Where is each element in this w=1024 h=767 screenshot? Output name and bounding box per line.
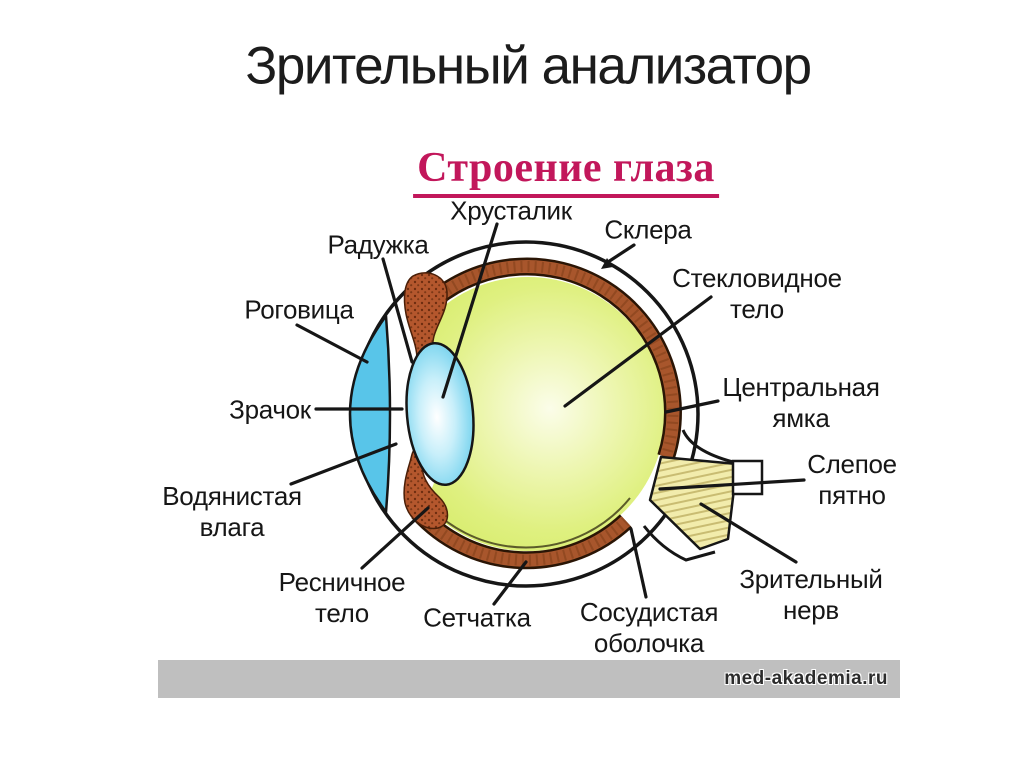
pointer-sklera — [606, 243, 636, 264]
pointer-lines — [289, 222, 806, 606]
lens-shape — [405, 341, 475, 487]
page-title: Зрительный анализатор — [245, 36, 812, 96]
diagram-title: Строение глаза — [413, 144, 719, 198]
watermark-text: med-akademia.ru — [724, 668, 888, 689]
pointer-setchatka — [492, 560, 528, 606]
label-sclera: Склера — [604, 214, 692, 245]
pointer-resnichnoe — [360, 506, 430, 570]
blind-spot-box — [731, 459, 764, 496]
label-retina: Сетчатка — [423, 602, 531, 633]
label-blind-spot: Слепое пятно — [807, 449, 897, 510]
cornea-shape — [348, 314, 392, 514]
label-choroid: Сосудистая оболочка — [579, 597, 719, 658]
label-vitreous-body: Стекловидное тело — [672, 263, 842, 324]
sklera-arrowhead — [601, 258, 613, 269]
label-cornea: Роговица — [244, 294, 354, 325]
pointer-zritelny — [699, 502, 798, 564]
pointer-steklovidnoe — [563, 295, 713, 408]
label-lens: Хрусталик — [450, 195, 572, 226]
pointer-raduzhka — [381, 257, 414, 364]
label-iris: Радужка — [327, 229, 429, 260]
pointer-centralnaya — [664, 399, 720, 414]
pointer-hrustalik — [441, 222, 499, 399]
choroid-shape — [411, 257, 682, 570]
optic-nerve-shape — [642, 429, 764, 562]
pointer-slepoe — [658, 478, 806, 491]
pointer-vodyanistaya — [289, 442, 398, 486]
watermark-bar: med-akademia.ru — [158, 660, 900, 698]
label-aqueous-humor: Водянистая влага — [162, 481, 302, 542]
label-central-fovea: Центральная ямка — [722, 372, 880, 433]
label-ciliary-body: Ресничное тело — [278, 567, 406, 628]
pointer-sosudistaya — [629, 527, 648, 599]
label-pupil: Зрачок — [229, 394, 311, 425]
pointer-rogovitsa — [295, 323, 369, 364]
label-optic-nerve: Зрительный нерв — [739, 564, 883, 625]
